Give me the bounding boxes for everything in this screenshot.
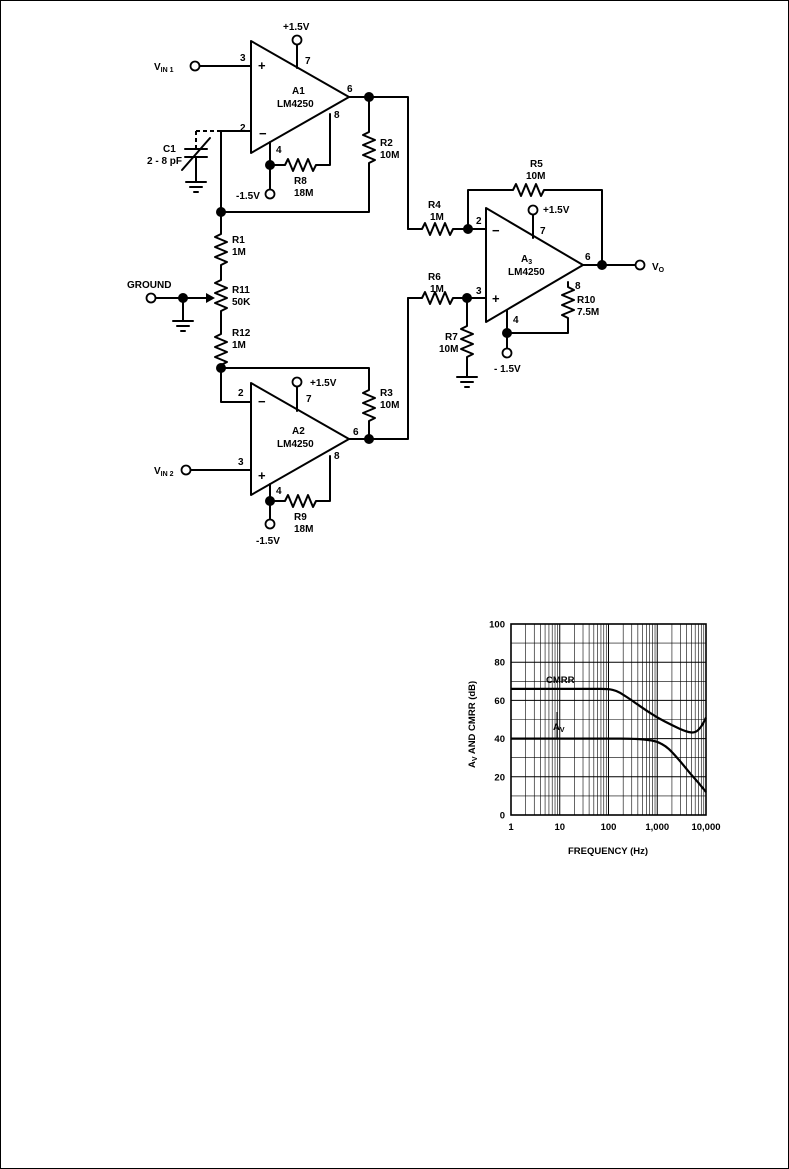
ground-label: GROUND bbox=[127, 280, 171, 291]
r7-value: 10M bbox=[439, 344, 458, 355]
a1-name: A1 bbox=[292, 86, 305, 97]
r7-name: R7 bbox=[445, 332, 458, 343]
a2-name: A2 bbox=[292, 426, 305, 437]
a3-plus-sign: + bbox=[492, 291, 500, 306]
r10-value: 7.5M bbox=[577, 307, 599, 318]
a2-minus-sign: − bbox=[258, 394, 266, 409]
a1-plus-sign: + bbox=[258, 58, 266, 73]
a1-part: LM4250 bbox=[277, 99, 314, 110]
r5-name: R5 bbox=[530, 159, 543, 170]
a1-neg-supply: -1.5V bbox=[236, 191, 260, 202]
a3-neg-supply: - 1.5V bbox=[494, 364, 521, 375]
a1-pos-supply-terminal bbox=[291, 34, 303, 46]
r11-wiper-arrow bbox=[206, 293, 215, 303]
r10-name: R10 bbox=[577, 295, 596, 306]
a3-pin-8: 8 bbox=[575, 281, 581, 292]
r6-resistor bbox=[407, 291, 487, 305]
r11-value: 50K bbox=[232, 297, 251, 308]
a1-output-wire bbox=[348, 96, 409, 230]
a1-minus-sign: − bbox=[259, 126, 267, 141]
r2-name: R2 bbox=[380, 138, 393, 149]
r3-name: R3 bbox=[380, 388, 393, 399]
a3-pin-4: 4 bbox=[513, 315, 519, 326]
r11-name: R11 bbox=[232, 285, 250, 296]
r12-value: 1M bbox=[232, 340, 246, 351]
a1-pin-6: 6 bbox=[347, 84, 353, 95]
a3-name: A3 bbox=[521, 254, 532, 266]
a2-pin-6: 6 bbox=[353, 427, 359, 438]
a1-pin-3: 3 bbox=[240, 53, 246, 64]
a3-pin-3: 3 bbox=[476, 286, 482, 297]
r2-resistor bbox=[220, 96, 376, 213]
a2-pin-4: 4 bbox=[276, 486, 282, 497]
r12-name: R12 bbox=[232, 328, 251, 339]
a1-pin-2: 2 bbox=[240, 123, 246, 134]
a1-pos-supply: +1.5V bbox=[283, 22, 310, 33]
r7-ground-symbol bbox=[456, 376, 478, 388]
r1-value: 1M bbox=[232, 247, 246, 258]
vin1-terminal[interactable] bbox=[189, 60, 201, 72]
opamp-a2: − + A2 LM4250 bbox=[250, 382, 350, 496]
r6-value: 1M bbox=[430, 284, 444, 295]
a2-plus-sign: + bbox=[258, 468, 266, 483]
r8-name: R8 bbox=[294, 176, 307, 187]
r5-value: 10M bbox=[526, 171, 545, 182]
a2-pin-7: 7 bbox=[306, 394, 312, 405]
a2-pin-2: 2 bbox=[238, 388, 244, 399]
a1-pin-7: 7 bbox=[305, 56, 311, 67]
vo-terminal[interactable] bbox=[634, 259, 646, 271]
a2-neg-supply-terminal bbox=[264, 518, 276, 530]
ground-symbol bbox=[172, 297, 194, 332]
a2-neg-supply: -1.5V bbox=[256, 536, 280, 547]
r9-resistor bbox=[269, 455, 331, 508]
a1-pin-8: 8 bbox=[334, 110, 340, 121]
a3-pin-2: 2 bbox=[476, 216, 482, 227]
opamp-a1: + − A1 LM4250 bbox=[250, 40, 350, 154]
r8-resistor bbox=[269, 113, 331, 172]
c1-capacitor bbox=[181, 130, 221, 193]
a3-output-node bbox=[597, 260, 607, 270]
r4-resistor bbox=[407, 222, 487, 236]
r7-resistor bbox=[460, 297, 474, 378]
a3-pin-6: 6 bbox=[585, 252, 591, 263]
a2-pos-supply-terminal bbox=[291, 376, 303, 388]
a3-pin-7: 7 bbox=[540, 226, 546, 237]
ground-terminal[interactable] bbox=[145, 292, 157, 304]
r3-value: 10M bbox=[380, 400, 399, 411]
a1-pin-4: 4 bbox=[276, 145, 282, 156]
a1-neg-supply-terminal bbox=[264, 188, 276, 200]
r9-name: R9 bbox=[294, 512, 307, 523]
a2-inverting-wire bbox=[220, 367, 252, 403]
r6-name: R6 bbox=[428, 272, 441, 283]
r1-name: R1 bbox=[232, 235, 245, 246]
c1-name: C1 bbox=[163, 144, 176, 155]
a2-pos-supply: +1.5V bbox=[310, 378, 337, 389]
c1-value: 2 - 8 pF bbox=[147, 156, 182, 167]
resistor-ladder bbox=[214, 211, 228, 369]
a2-pin-3: 3 bbox=[238, 457, 244, 468]
a3-pos-supply-terminal bbox=[527, 204, 539, 216]
a2-pin-8: 8 bbox=[334, 451, 340, 462]
a2-part: LM4250 bbox=[277, 439, 314, 450]
vo-label: VO bbox=[652, 262, 665, 274]
opamp-a3: − + A3 LM4250 bbox=[485, 207, 584, 323]
r5-resistor bbox=[467, 183, 603, 266]
a3-part: LM4250 bbox=[508, 267, 545, 278]
a2-output-node bbox=[364, 434, 374, 444]
a3-neg-supply-terminal bbox=[501, 347, 513, 359]
r2-value: 10M bbox=[380, 150, 399, 161]
r8-value: 18M bbox=[294, 188, 313, 199]
r4-value: 1M bbox=[430, 212, 444, 223]
a3-pos-supply: +1.5V bbox=[543, 205, 570, 216]
a3-minus-sign: − bbox=[492, 223, 500, 238]
r9-value: 18M bbox=[294, 524, 313, 535]
r3-resistor bbox=[220, 367, 376, 440]
r4-name: R4 bbox=[428, 200, 441, 211]
vin2-terminal[interactable] bbox=[180, 464, 192, 476]
r10-resistor bbox=[506, 281, 575, 334]
